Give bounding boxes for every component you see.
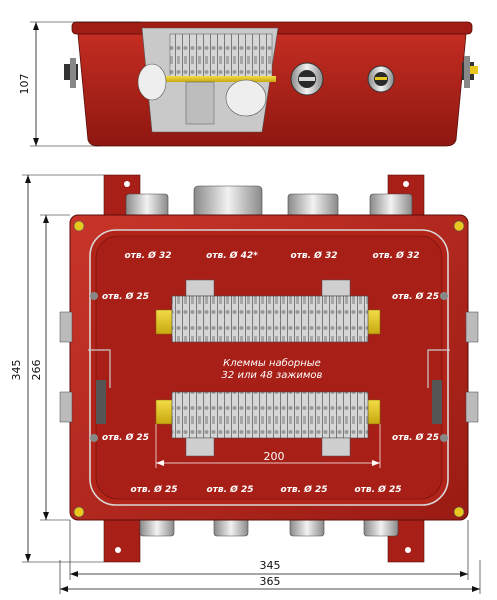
hole-bottom-1: отв. Ø 25 [131, 484, 178, 495]
hole-labels: отв. Ø 32 отв. Ø 42* отв. Ø 32 отв. Ø 32… [102, 250, 439, 495]
caption-line-2: 32 или 48 зажимов [222, 370, 323, 381]
side-height-label: 107 [18, 74, 31, 95]
dimension-total-height: 345 [10, 174, 104, 563]
inner-width-label: 345 [260, 559, 281, 572]
hole-bottom-2: отв. Ø 25 [207, 484, 254, 495]
hole-top-3: отв. Ø 32 [291, 250, 338, 261]
total-height-label: 345 [10, 360, 23, 381]
hole-right-2: отв. Ø 25 [392, 432, 439, 443]
upper-terminal-block [171, 295, 369, 343]
hole-top-2: отв. Ø 42* [206, 250, 258, 261]
rail-length-label: 200 [264, 450, 285, 463]
hole-left-2: отв. Ø 25 [102, 432, 149, 443]
lower-terminal-block [171, 391, 369, 439]
top-view [59, 174, 479, 563]
hole-top-4: отв. Ø 32 [373, 250, 420, 261]
hole-left-1: отв. Ø 25 [102, 291, 149, 302]
hole-right-1: отв. Ø 25 [392, 291, 439, 302]
hole-bottom-3: отв. Ø 25 [281, 484, 328, 495]
hole-top-1: отв. Ø 32 [125, 250, 172, 261]
hole-bottom-4: отв. Ø 25 [355, 484, 402, 495]
terminals-caption: Клеммы наборные 32 или 48 зажимов [222, 357, 323, 381]
dimension-rail-length: 200 [155, 424, 381, 468]
inner-height-label: 266 [30, 360, 43, 381]
dimension-inner-height: 266 [30, 214, 70, 521]
dimension-total-width: 365 [59, 560, 481, 594]
total-width-label: 365 [260, 575, 281, 588]
dimension-side-height: 107 [18, 21, 140, 147]
caption-line-1: Клеммы наборные [223, 357, 321, 369]
side-view [64, 21, 478, 147]
dimension-inner-width: 345 [69, 520, 469, 580]
